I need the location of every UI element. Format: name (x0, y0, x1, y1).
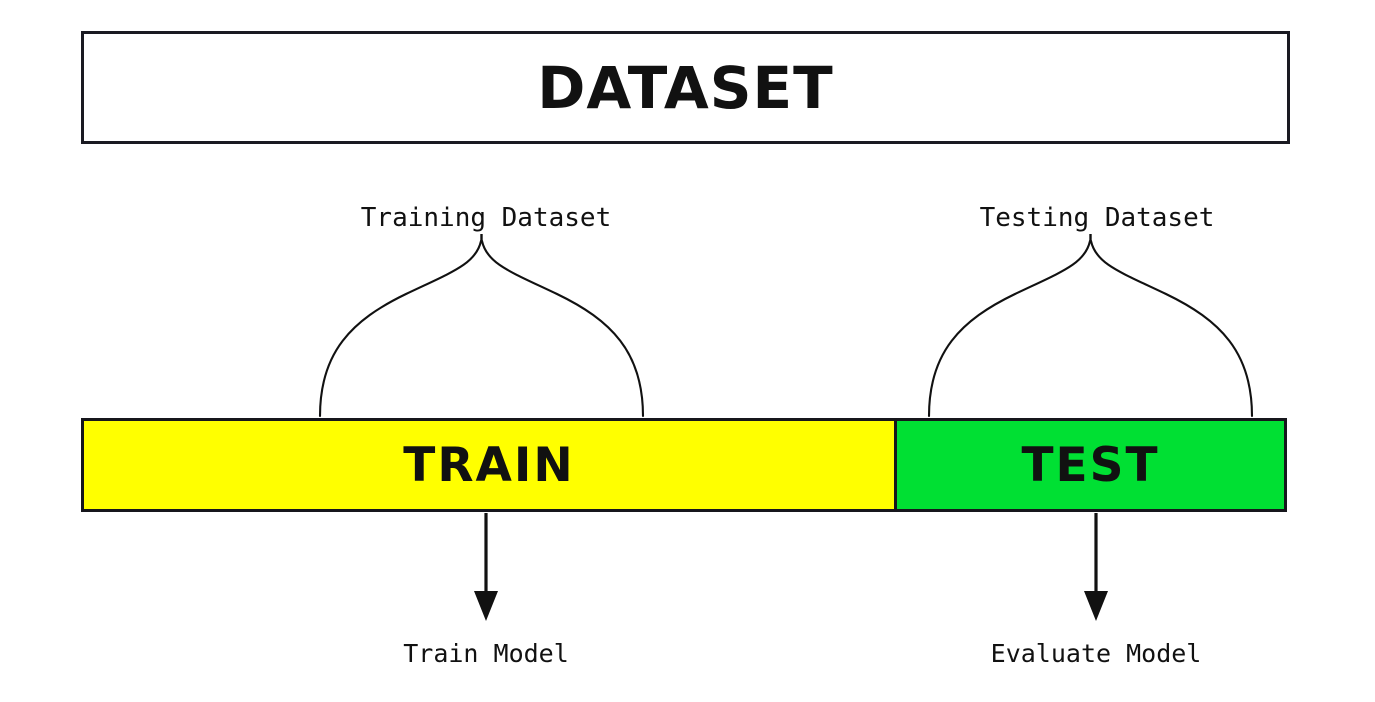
training-brace-icon (318, 234, 645, 418)
train-segment-label: TRAIN (403, 437, 575, 493)
training-dataset-label: Training Dataset (360, 203, 612, 233)
evaluate-model-label: Evaluate Model (990, 639, 1202, 668)
train-model-label: Train Model (403, 639, 569, 668)
test-segment-label: TEST (1021, 437, 1160, 493)
dataset-box: DATASET (81, 31, 1290, 144)
testing-brace-icon (927, 234, 1254, 418)
train-arrow-icon (474, 513, 498, 621)
testing-dataset-label: Testing Dataset (979, 203, 1215, 233)
test-arrow-icon (1084, 513, 1108, 621)
test-segment: TEST (894, 421, 1284, 509)
train-segment: TRAIN (84, 421, 894, 509)
train-test-split-bar: TRAIN TEST (81, 418, 1287, 512)
dataset-title: DATASET (537, 53, 834, 122)
